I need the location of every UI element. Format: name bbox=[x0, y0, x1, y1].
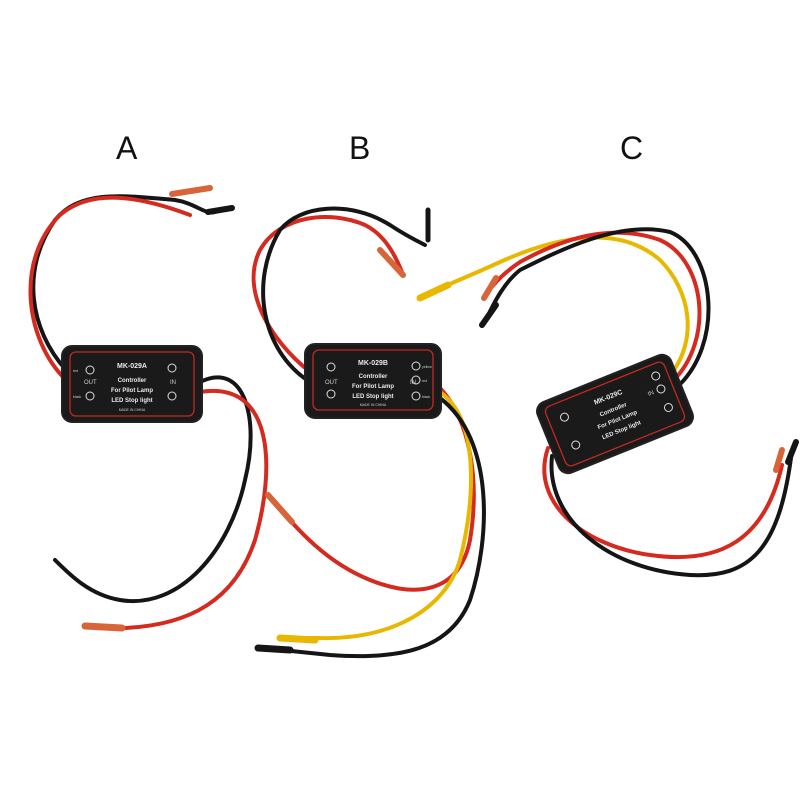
minus-icon bbox=[85, 391, 95, 401]
label-c: C bbox=[620, 130, 644, 166]
module-b-red-tip-out bbox=[265, 492, 295, 525]
minus-icon bbox=[663, 403, 673, 413]
module-c-red-wire-out bbox=[542, 446, 784, 560]
minus-icon bbox=[326, 389, 336, 399]
module-b-line2: For Pilot Lamp bbox=[352, 384, 394, 390]
module-c-in: IN bbox=[647, 390, 655, 398]
module-a: MK-029A Controller For Pilot Lamp LED St… bbox=[28, 185, 269, 632]
module-c-yellow-wire-in bbox=[423, 235, 690, 380]
module-b-red-tip-in bbox=[377, 247, 406, 278]
module-b-yellow-tip-out bbox=[276, 634, 319, 644]
module-c-black-tip-in bbox=[479, 302, 499, 328]
module-c-black-wire-in bbox=[483, 227, 711, 390]
module-b-yellow-wire-out bbox=[278, 390, 474, 641]
module-b-made: MADE IN CHINA bbox=[360, 403, 387, 407]
module-a-black-wire-out bbox=[53, 375, 253, 604]
plus-icon bbox=[167, 363, 177, 373]
module-b-black-wire-in bbox=[261, 206, 427, 384]
module-a-model: MK-029A bbox=[117, 363, 147, 370]
plus-icon bbox=[85, 365, 95, 375]
module-b-black-label: black bbox=[422, 395, 430, 399]
minus-icon bbox=[571, 440, 581, 450]
module-a-black-wire-in bbox=[31, 194, 217, 372]
plus-icon bbox=[560, 412, 570, 422]
module-a-red-tip-out bbox=[81, 622, 126, 632]
module-a-out: OUT bbox=[84, 380, 97, 386]
label-a: A bbox=[116, 130, 138, 166]
minus-icon bbox=[167, 391, 177, 401]
module-a-line1: Controller bbox=[118, 378, 147, 384]
module-c-red-tip-in bbox=[481, 275, 499, 301]
module-a-in: IN bbox=[170, 380, 176, 386]
module-c: MK-029C Controller For Pilot Lamp LED St… bbox=[416, 227, 799, 578]
plus-icon bbox=[326, 362, 336, 372]
plus-icon bbox=[656, 384, 666, 394]
module-b-out: OUT bbox=[325, 380, 338, 386]
module-a-line2: For Pilot Lamp bbox=[111, 388, 153, 394]
module-b-yellow-label: yellow bbox=[422, 365, 432, 369]
module-b-red-label: red bbox=[422, 379, 427, 383]
module-a-line3: LED Stop light bbox=[111, 398, 152, 404]
plus-icon bbox=[651, 371, 661, 381]
module-c-yellow-tip-in bbox=[416, 281, 452, 302]
plus-icon bbox=[411, 361, 421, 371]
module-a-made: MADE IN CHINA bbox=[119, 408, 146, 412]
module-b-black-wire-out bbox=[260, 396, 486, 659]
module-a-black-tip-in bbox=[205, 205, 235, 215]
module-b-model: MK-029B bbox=[358, 360, 388, 367]
module-b-line1: Controller bbox=[359, 374, 388, 380]
label-b: B bbox=[349, 130, 371, 166]
module-c-black-wire-out bbox=[549, 448, 794, 578]
module-a-red-wire-in bbox=[28, 195, 192, 382]
module-a-red-wire-out bbox=[123, 388, 269, 630]
plus-icon bbox=[411, 375, 421, 385]
module-b-black-tip-out bbox=[254, 644, 294, 654]
minus-icon bbox=[411, 391, 421, 401]
module-c-red-tip-out bbox=[773, 447, 785, 473]
module-b-line3: LED Stop light bbox=[352, 394, 393, 400]
module-a-black-label: black bbox=[73, 395, 81, 399]
module-a-red-tip-in bbox=[169, 185, 213, 197]
module-c-black-tip-out bbox=[785, 439, 799, 465]
module-a-red-label: red bbox=[73, 369, 78, 373]
module-b: MK-029B Controller For Pilot Lamp LED St… bbox=[251, 206, 486, 659]
